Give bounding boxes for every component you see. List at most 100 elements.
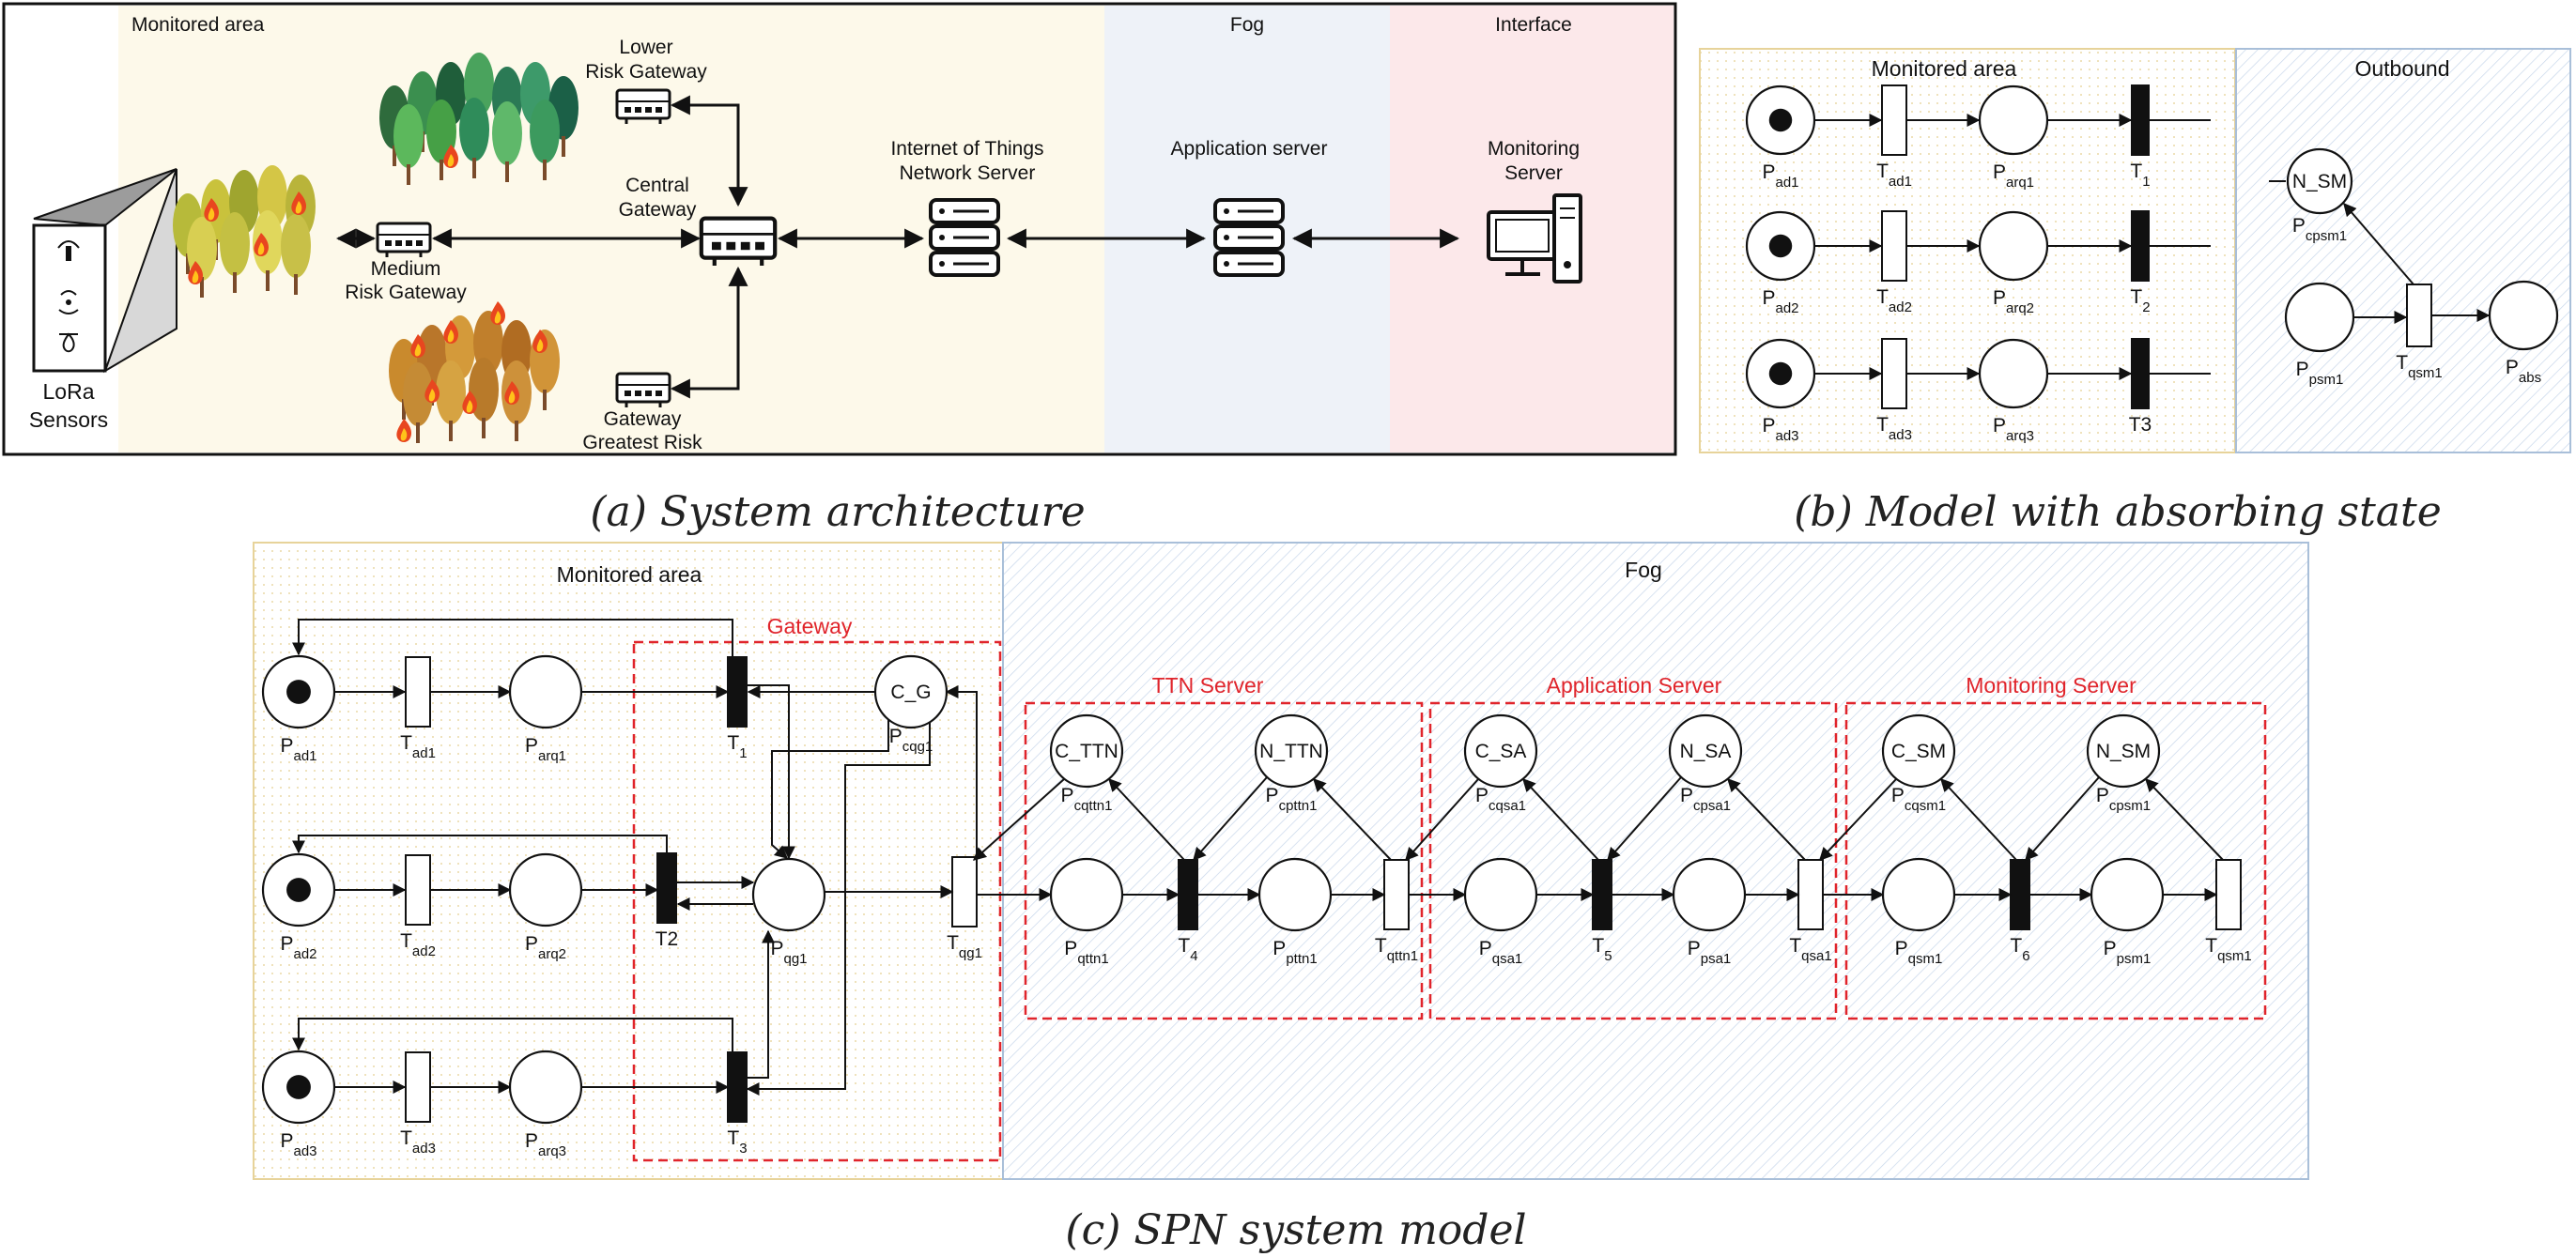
greatest-risk-gateway-router-icon (615, 372, 671, 409)
transition-c-t3-label: T3 (727, 1127, 747, 1157)
panel-a-system-architecture: Monitored area Fog Interface LoRa Sensor… (2, 2, 1677, 536)
application-server-icon (1213, 198, 1285, 277)
place-c-pcqttn1-label: Pcqttn1 (1061, 785, 1113, 814)
zone-fog-box (1002, 542, 2309, 1180)
arc-c-t5-pcqsa1 (1522, 777, 1599, 861)
medium-gateway-label-1: Medium (371, 258, 441, 280)
place-c-parq3: Parq3 (508, 1050, 583, 1159)
transition-b-t2: T2 (2130, 210, 2151, 315)
arc-c-t3-pad3 (292, 1018, 733, 1052)
arc-c-t1-pad1 (292, 619, 733, 657)
place-c-pqsm1-label: Pqsm1 (1895, 938, 1943, 967)
arc-c-tqg-cg (945, 685, 978, 864)
transition-b-tad1: Tad1 (1876, 84, 1912, 190)
lower-gateway-label-1: Lower (619, 37, 672, 58)
place-b-pad2-label: Pad2 (1762, 287, 1798, 316)
central-gateway-label-1: Central (625, 175, 689, 196)
transition-c-tqttn1-label: Tqttn1 (1375, 935, 1418, 964)
place-b-ppsm1-label: Ppsm1 (2296, 359, 2344, 388)
computer-icon (1487, 193, 1582, 284)
panel-b-caption: (b) Model with absorbing state (1794, 488, 2441, 536)
arc-c-pcqsa1-prev (1405, 778, 1479, 862)
central-gateway-label-2: Gateway (619, 199, 697, 221)
place-b-pad2: Pad2 (1745, 210, 1816, 316)
transition-b-t1-label: T1 (2130, 161, 2150, 190)
arc-b-tqsm-cpsm (2343, 202, 2414, 285)
medium-gateway-label-2: Risk Gateway (345, 282, 467, 303)
transition-c-t2: T2 (656, 852, 679, 950)
medium-risk-gateway-router-icon (376, 222, 432, 259)
greatest-gateway-label-1: Gateway (604, 408, 682, 430)
arc-c-t4-pcqttn1 (1108, 777, 1185, 861)
transition-c-t3: T3 (727, 1051, 748, 1157)
monitoring-server-label-1: Monitoring (1488, 138, 1580, 160)
place-c-pad3-label: Pad3 (280, 1130, 316, 1159)
place-c-pcqg1-label: Pcqg1 (889, 726, 933, 755)
token (1768, 234, 1793, 258)
transition-b-tad3-label: Tad3 (1876, 414, 1912, 443)
place-c-pcqsm1: C_SM Pcqsm1 (1881, 713, 1956, 814)
arc-c-tqsm1-pcpsm1 (2145, 777, 2224, 861)
transition-c-tqsm1: Tqsm1 (2205, 859, 2252, 964)
fire-sensor-icon (59, 332, 78, 353)
group-gateway-box (632, 640, 1002, 1162)
place-b-pabs: Pabs (2488, 280, 2559, 386)
place-b-pabs-label: Pabs (2506, 357, 2541, 386)
transition-c-tqg1-label: Tqg1 (947, 932, 982, 961)
transition-c-t1-label: T1 (727, 732, 747, 761)
transition-c-tad3-label: Tad3 (400, 1127, 436, 1157)
place-c-ppttn1-label: Ppttn1 (1273, 938, 1317, 967)
place-c-ppsm1: Ppsm1 (2090, 857, 2165, 967)
arc-c-t2-pad2 (292, 835, 668, 854)
group-gateway-label: Gateway (767, 614, 853, 638)
transition-c-t2-label: T2 (656, 928, 679, 950)
place-c-pqsa1-label: Pqsa1 (1479, 938, 1523, 967)
group-app-label: Application Server (1547, 673, 1722, 697)
group-app-box (1428, 701, 1838, 1020)
panel-a-connections (335, 95, 1460, 399)
arc-c-tqttn1-pcpttn1 (1313, 777, 1392, 861)
arc-c-pcqttn1-prev (972, 778, 1065, 861)
zone-monitored-title: Monitored area (1872, 56, 2017, 81)
place-c-pad1-label: Pad1 (280, 735, 316, 764)
arc-c-t6-pcqsm1 (1940, 777, 2017, 861)
transition-c-t5: T5 (1592, 859, 1612, 964)
place-c-pad2-label: Pad2 (280, 933, 316, 962)
transition-b-tqsm1-label: Tqsm1 (2396, 352, 2443, 381)
transition-c-tad1-label: Tad1 (400, 732, 436, 761)
place-c-pcpsa1-capacity: N_SA (1680, 741, 1732, 762)
transition-b-tad1-label: Tad1 (1876, 161, 1912, 190)
place-c-pqttn1-label: Pqttn1 (1064, 938, 1108, 967)
place-c-pcqg1-capacity: C_G (890, 682, 931, 703)
transition-c-t5-label: T5 (1592, 935, 1612, 964)
arc-c-cg-t2 (771, 719, 889, 859)
token (286, 1075, 311, 1099)
place-b-parq1-label: Parq1 (1993, 161, 2034, 191)
place-c-pcqsm1-label: Pcqsm1 (1891, 785, 1946, 814)
lora-sensor-device (32, 168, 177, 374)
place-b-pcpsm1-capacity: N_SM (2292, 171, 2347, 192)
place-c-pqsm1: Pqsm1 (1881, 857, 1956, 967)
place-c-pcqsm1-capacity: C_SM (1891, 741, 1946, 762)
transition-c-tqsa1: Tqsa1 (1789, 859, 1832, 964)
arc-c-t1-pqg (747, 684, 795, 860)
place-c-ppsa1-label: Ppsa1 (1688, 938, 1732, 967)
place-b-pad3-label: Pad3 (1762, 415, 1798, 444)
transition-c-t6-label: T6 (2010, 935, 2029, 964)
place-b-pad1-label: Pad1 (1762, 161, 1798, 191)
zone-fog-title: Fog (1230, 14, 1264, 36)
lower-gateway-label-2: Risk Gateway (585, 61, 707, 83)
place-c-pcpsm1-capacity: N_SM (2096, 741, 2151, 762)
zone-outbound-box (2235, 48, 2571, 453)
place-c-pcqsa1-capacity: C_SA (1475, 741, 1527, 762)
token (286, 878, 311, 902)
place-b-parq1: Parq1 (1978, 84, 2049, 191)
place-c-pcpttn1-capacity: N_TTN (1259, 741, 1323, 762)
zone-interface-title: Interface (1495, 14, 1572, 36)
group-mon-box (1844, 701, 2267, 1020)
